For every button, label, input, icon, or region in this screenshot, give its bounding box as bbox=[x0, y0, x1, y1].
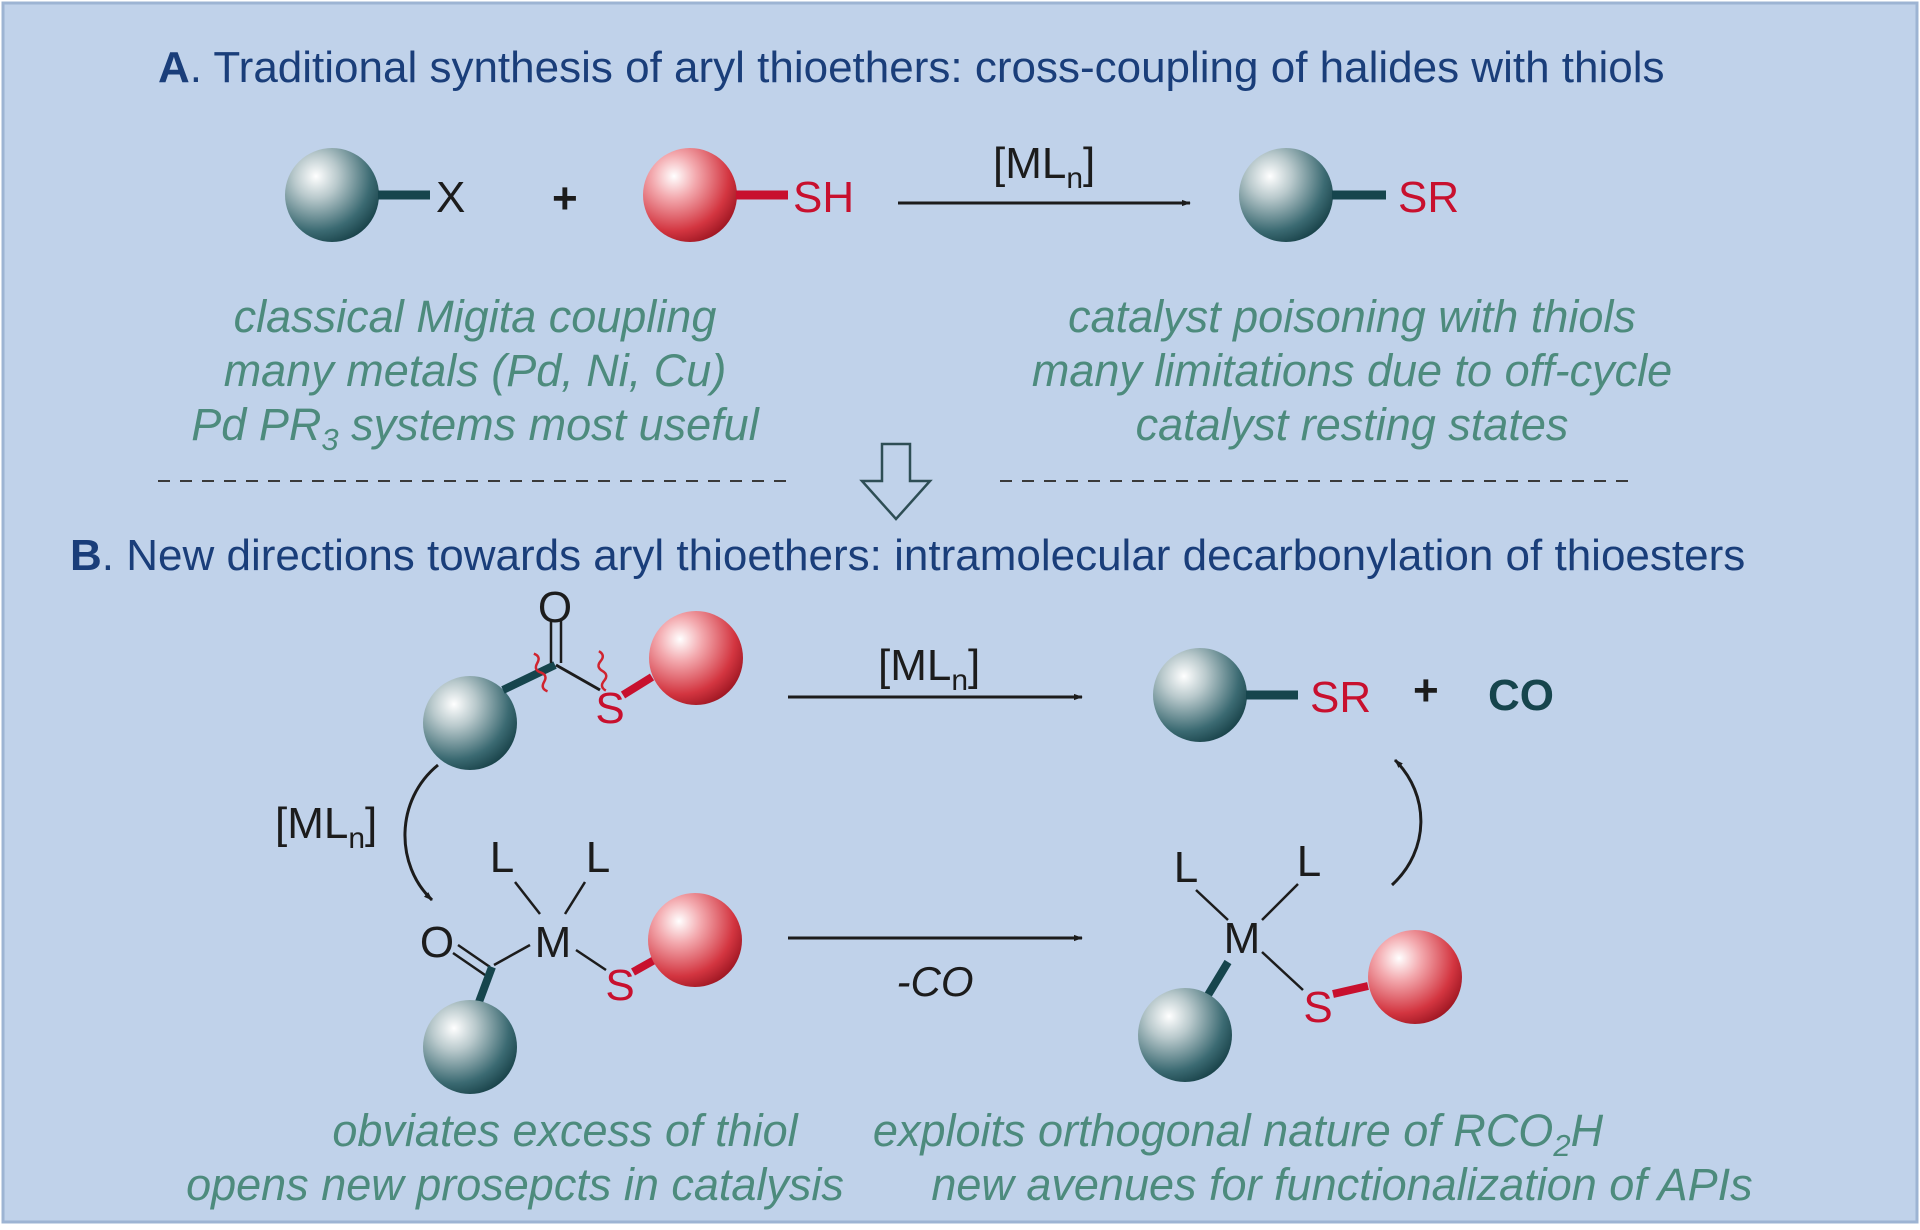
thiol: SH bbox=[643, 148, 854, 242]
note-line: new avenues for functionalization of API… bbox=[931, 1159, 1752, 1210]
note-line: obviates excess of thiol bbox=[332, 1105, 799, 1156]
note-line: catalyst poisoning with thiols bbox=[1068, 291, 1636, 342]
aryl-halide: X bbox=[285, 148, 465, 242]
note-line: classical Migita coupling bbox=[234, 291, 717, 342]
thiol-sphere bbox=[643, 148, 737, 242]
ligand-label: L bbox=[1297, 837, 1321, 886]
note-line: many limitations due to off-cycle bbox=[1032, 345, 1672, 396]
panel-b-title: B. New directions towards aryl thioether… bbox=[70, 531, 1745, 580]
bond bbox=[563, 881, 587, 915]
catalyst-label: [MLn] bbox=[275, 799, 377, 855]
thiol-label: SH bbox=[793, 173, 854, 222]
catalyst-label: [MLn] bbox=[878, 641, 980, 697]
note-line: catalyst resting states bbox=[1136, 399, 1569, 450]
bond bbox=[501, 661, 557, 694]
double-bond bbox=[452, 951, 486, 977]
aryl-sphere bbox=[1239, 148, 1333, 242]
aryl-sphere bbox=[1138, 988, 1232, 1082]
cleavage-wave bbox=[597, 650, 608, 692]
thiol-sphere bbox=[649, 611, 743, 705]
bond bbox=[1195, 889, 1229, 921]
bond bbox=[620, 673, 655, 699]
bond bbox=[555, 663, 601, 692]
metal-label: M bbox=[1224, 914, 1261, 963]
thioester: O S bbox=[423, 583, 743, 770]
aryl-sphere bbox=[1153, 648, 1247, 742]
panel-a-title: A. Traditional synthesis of aryl thioeth… bbox=[158, 43, 1665, 92]
ligand-label: L bbox=[586, 833, 610, 882]
decarbonylation-label: -CO bbox=[897, 958, 974, 1005]
cycle-arrow bbox=[1390, 758, 1423, 887]
halide-label: X bbox=[436, 173, 465, 222]
cleavage-wave bbox=[533, 652, 549, 693]
ligand-label: L bbox=[1174, 843, 1198, 892]
note-line: many metals (Pd, Ni, Cu) bbox=[224, 345, 727, 396]
ligand-label: L bbox=[490, 833, 514, 882]
product-label: SR bbox=[1398, 173, 1459, 222]
sulfur-label: S bbox=[1303, 983, 1332, 1032]
thioether-product: SR bbox=[1153, 648, 1371, 742]
double-bond bbox=[457, 943, 491, 969]
bond bbox=[1261, 883, 1299, 921]
note-line: Pd PR3 systems most useful bbox=[191, 399, 760, 457]
catalyst-label: [MLn] bbox=[993, 139, 1095, 195]
aryl-sphere bbox=[423, 1000, 517, 1094]
thiol-sphere bbox=[648, 893, 742, 987]
thiol-sphere bbox=[1368, 930, 1462, 1024]
note-line: exploits orthogonal nature of RCO2H bbox=[873, 1105, 1604, 1163]
acyl-metal-complex: L L M O S bbox=[420, 833, 742, 1094]
bond bbox=[1332, 982, 1369, 998]
bond bbox=[575, 948, 607, 972]
plus-sign: + bbox=[1413, 666, 1439, 715]
down-arrow-icon bbox=[859, 442, 933, 521]
sulfur-label: S bbox=[595, 684, 624, 733]
metal-label: M bbox=[535, 918, 572, 967]
aryl-metal-complex: L L M S bbox=[1138, 837, 1462, 1082]
bond bbox=[493, 943, 531, 967]
note-line: opens new prosepcts in catalysis bbox=[186, 1159, 844, 1210]
sulfur-label: S bbox=[605, 961, 634, 1010]
acyl-oxygen: O bbox=[420, 918, 454, 967]
carbonyl-oxygen: O bbox=[538, 583, 572, 632]
bond bbox=[514, 881, 541, 915]
cycle-arrow bbox=[403, 763, 439, 902]
bond bbox=[1261, 951, 1304, 991]
bond bbox=[1201, 959, 1232, 1003]
carbon-monoxide-label: CO bbox=[1488, 671, 1554, 720]
thioether-product: SR bbox=[1239, 148, 1459, 242]
product-label: SR bbox=[1310, 673, 1371, 722]
plus-sign: + bbox=[552, 174, 578, 223]
aryl-sphere bbox=[423, 676, 517, 770]
aryl-sphere bbox=[285, 148, 379, 242]
